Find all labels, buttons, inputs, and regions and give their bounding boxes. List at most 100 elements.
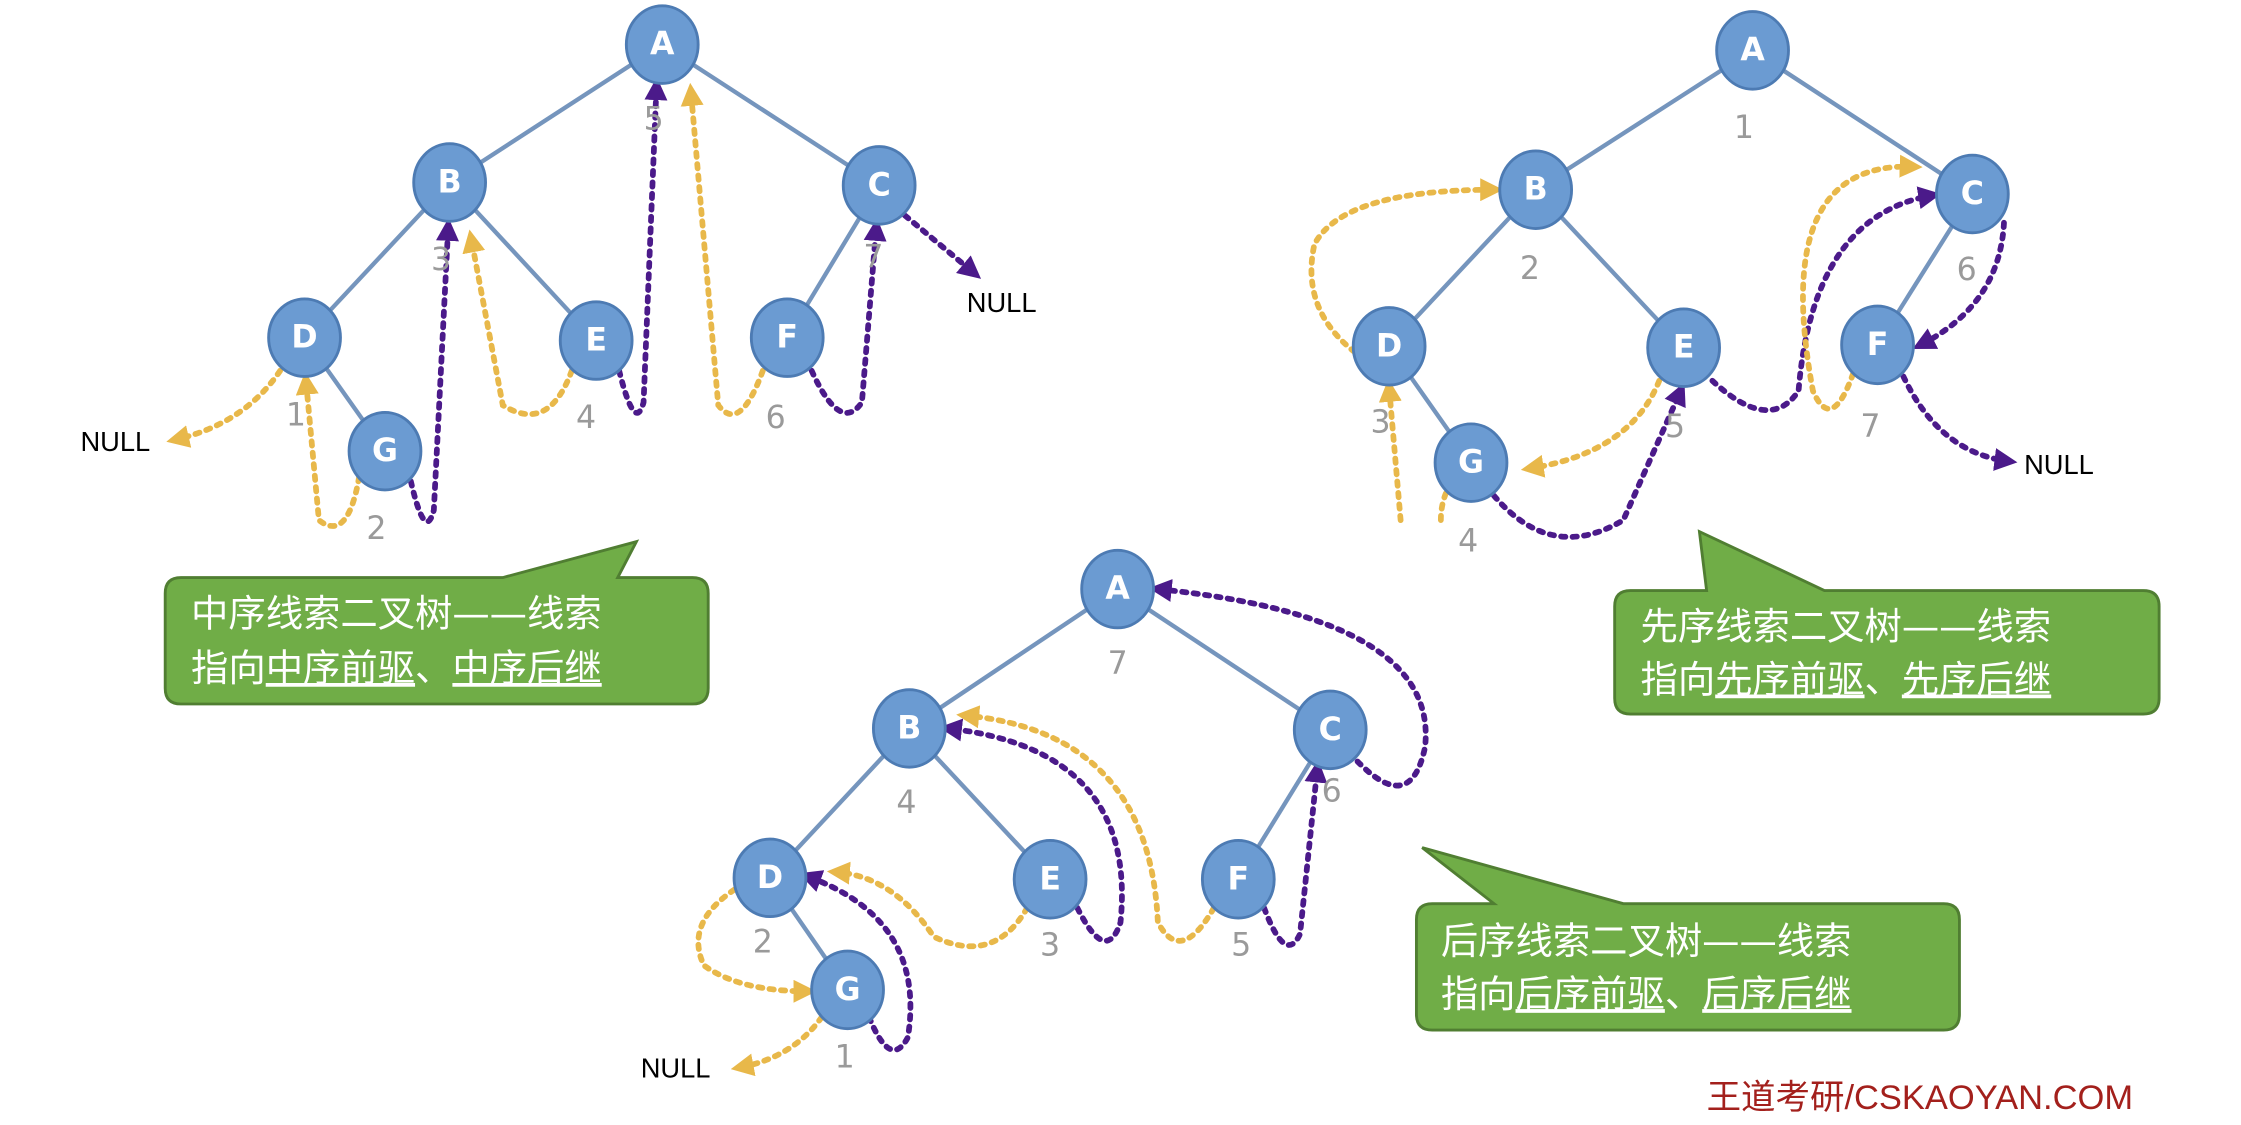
node-label: G <box>835 972 861 1008</box>
callout-line1: 先序线索二叉树——线索 <box>1641 604 2052 648</box>
tree-node-d: D <box>732 837 808 919</box>
tree-node-e: E <box>558 300 634 381</box>
thread-e-succ-b <box>938 718 1125 944</box>
thread-d-pred-null <box>166 367 283 448</box>
tree-edge <box>1751 48 1974 196</box>
node-label: G <box>372 433 398 469</box>
tree-node-d: D <box>267 297 342 378</box>
tree-edge <box>448 42 664 185</box>
watermark: 王道考研/CSKAOYAN.COM <box>1707 1079 2133 1117</box>
tree-node-a: A <box>1715 10 1790 91</box>
traversal-order-number: 5 <box>1665 409 1685 445</box>
thread-f-succ-null <box>1900 373 2018 471</box>
thread-e-succ-a <box>616 77 668 416</box>
thread-c-succ-null <box>902 212 982 279</box>
node-label: F <box>1227 861 1249 897</box>
traversal-order-number: 4 <box>576 400 596 436</box>
traversal-order-number: 7 <box>863 239 883 275</box>
node-circle <box>1433 422 1509 503</box>
traversal-order-number: 4 <box>1458 524 1478 560</box>
node-label: G <box>1458 445 1484 481</box>
traversal-order-number: 2 <box>753 925 773 961</box>
tree-node-d: D <box>1351 306 1427 387</box>
traversal-order-number: 5 <box>1231 927 1251 963</box>
node-circle <box>732 837 808 919</box>
traversal-order-number: 2 <box>1520 251 1540 287</box>
inorder-threads <box>166 77 982 529</box>
node-circle <box>1498 149 1574 230</box>
tree-node-a: A <box>1080 548 1155 630</box>
tree-node-b: B <box>1498 149 1574 230</box>
thread-g-succ-e <box>1491 382 1686 540</box>
tree-node-c: C <box>841 145 917 226</box>
node-circle <box>1012 839 1088 920</box>
tree-node-a: A <box>624 4 700 85</box>
traversal-order-number: 6 <box>1322 774 1342 810</box>
traversal-order-number: 5 <box>644 101 664 137</box>
node-label: F <box>1867 327 1889 363</box>
callout-postorder: 后序线索二叉树——线索 指向后序前驱、后序后继 <box>1414 846 1961 1032</box>
traversal-order-number: 7 <box>1108 646 1128 682</box>
node-label: D <box>1376 328 1402 364</box>
node-label: B <box>1524 172 1548 208</box>
traversal-order-number: 1 <box>286 397 306 433</box>
thread-f-pred-a <box>680 82 766 418</box>
node-circle <box>1840 304 1915 386</box>
thread-d-pred-b <box>1308 178 1504 355</box>
node-circle <box>749 297 825 378</box>
callout-line1: 中序线索二叉树——线索 <box>191 591 602 635</box>
node-circle <box>841 145 917 226</box>
tree-node-e: E <box>1646 307 1721 388</box>
node-circle <box>412 142 487 223</box>
node-label: C <box>1961 176 1984 212</box>
tree-node-g: G <box>347 410 423 492</box>
null-label: NULL <box>2024 449 2094 480</box>
tree-node-b: B <box>412 142 487 223</box>
thread-e-pred-d <box>826 861 1030 950</box>
thread-c-to-f <box>1912 219 2007 350</box>
node-circle <box>810 949 885 1031</box>
node-circle <box>624 4 700 85</box>
node-circle <box>1935 153 2010 235</box>
thread-e-pred-b <box>462 229 575 417</box>
tree-node-g: G <box>810 949 885 1031</box>
traversal-order-number: 3 <box>1040 927 1060 963</box>
node-label: E <box>1673 330 1695 366</box>
tree-node-e: E <box>1012 839 1088 920</box>
node-label: B <box>438 165 462 201</box>
node-label: C <box>1319 712 1342 748</box>
node-circle <box>1292 689 1368 771</box>
node-label: E <box>585 323 607 359</box>
tree-node-f: F <box>1840 304 1915 386</box>
traversal-order-number: 7 <box>1860 409 1880 445</box>
node-label: A <box>1740 32 1765 68</box>
thread-f-pred-e <box>956 705 1217 944</box>
traversal-order-number: 1 <box>835 1039 855 1075</box>
node-circle <box>1646 307 1721 388</box>
traversal-order-number: 1 <box>1734 110 1754 146</box>
callout-line1: 后序线索二叉树——线索 <box>1441 919 1852 963</box>
thread-g-succ-d <box>798 870 914 1053</box>
node-circle <box>871 688 947 769</box>
traversal-order-number: 6 <box>766 400 786 436</box>
thread-f-succ-c <box>808 217 887 416</box>
traversal-order-number: 2 <box>366 511 386 547</box>
callout-preorder: 先序线索二叉树——线索 指向先序前驱、先序后继 <box>1613 529 2161 716</box>
traversal-order-number: 3 <box>1370 404 1390 440</box>
traversal-order-number: 6 <box>1957 252 1977 288</box>
thread-e-succ-f <box>1709 186 1942 413</box>
tree-node-b: B <box>871 688 947 769</box>
tree-node-c: C <box>1935 153 2010 235</box>
callout-line2: 指向中序前驱、中序后继 <box>191 646 602 690</box>
node-circle <box>1351 306 1427 387</box>
node-circle <box>1080 548 1155 630</box>
tree-edge <box>1116 587 1332 732</box>
node-label: B <box>897 710 921 746</box>
node-label: D <box>757 860 783 896</box>
node-label: A <box>1105 571 1130 607</box>
thread-d-pred-g <box>695 880 817 1003</box>
traversal-order-number: 4 <box>896 785 916 821</box>
tree-node-f: F <box>749 297 825 378</box>
node-circle <box>347 410 423 492</box>
